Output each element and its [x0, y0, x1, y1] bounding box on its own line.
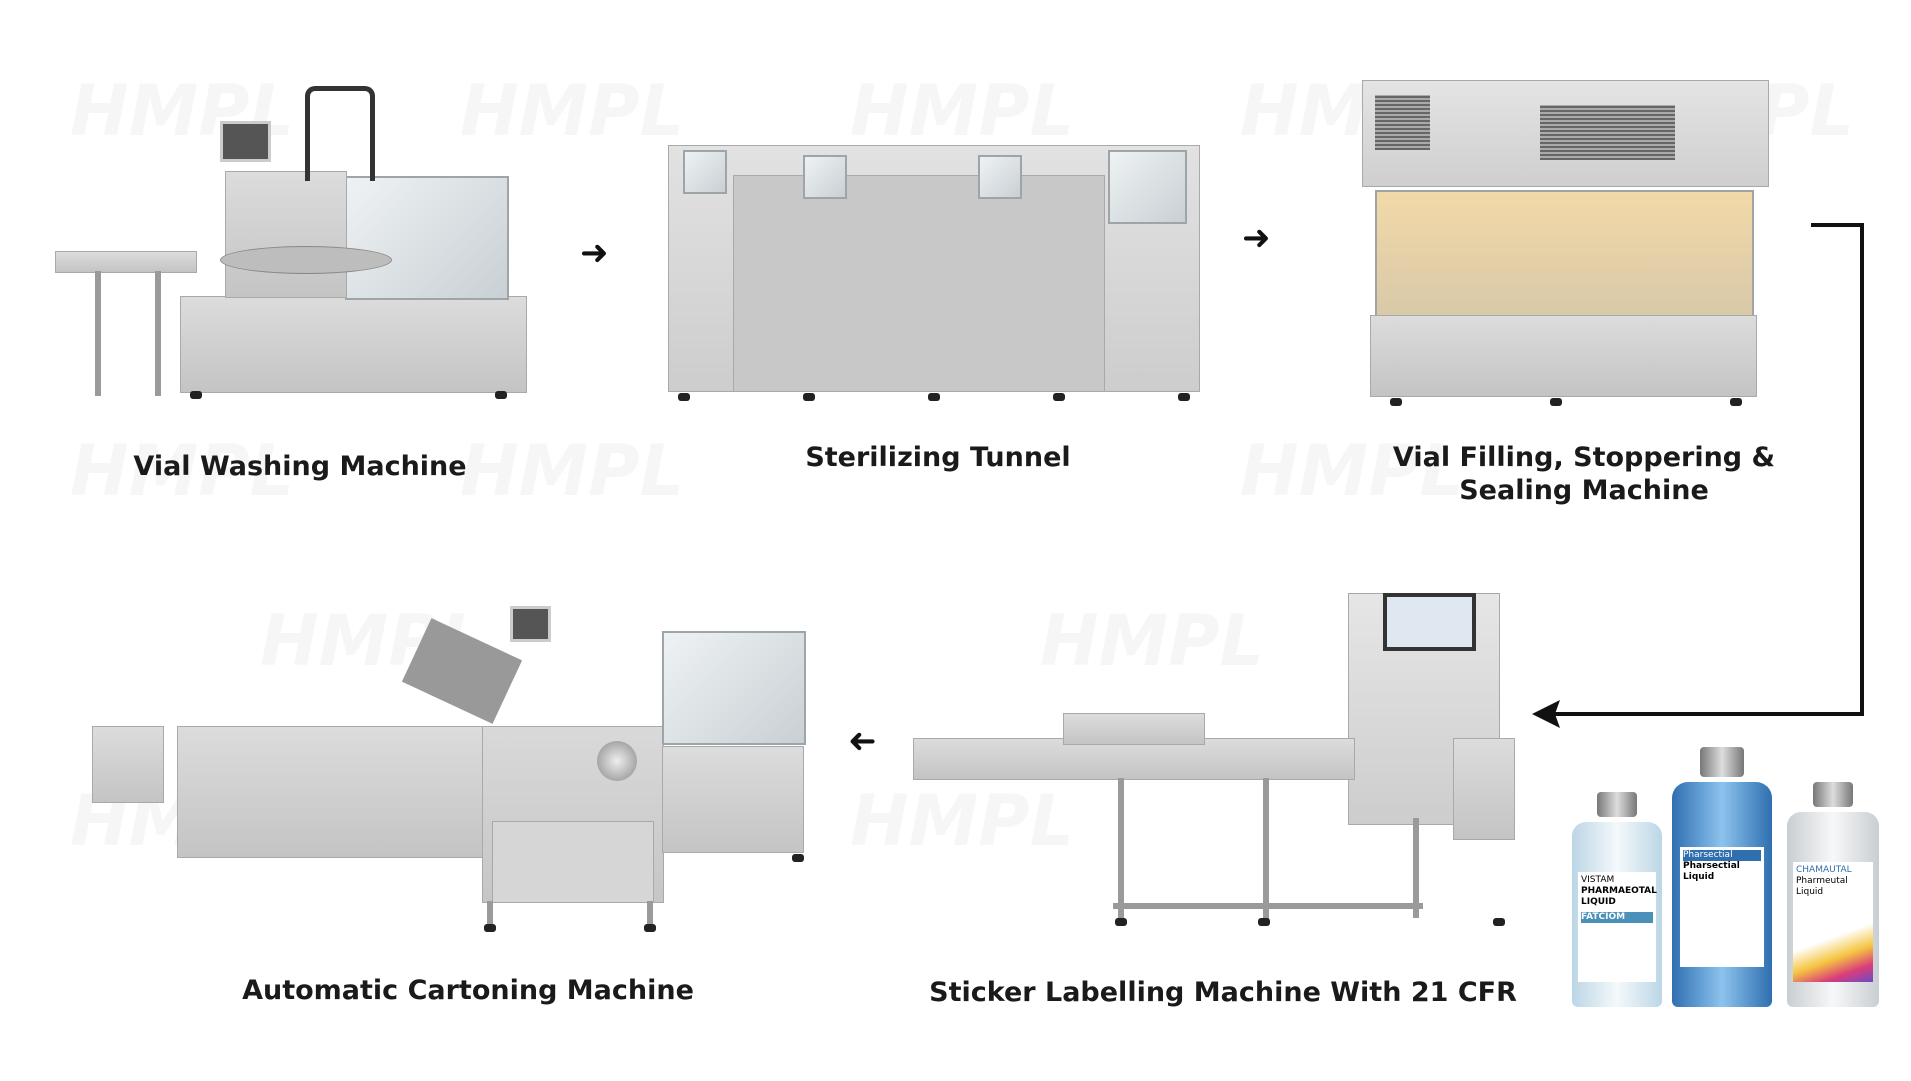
- vial-washing-machine-image: [55, 86, 545, 404]
- vial-band: FATCIOM: [1581, 912, 1653, 923]
- step-label-vial-washing: Vial Washing Machine: [133, 451, 467, 482]
- vial-brand: Pharsectial: [1683, 850, 1761, 861]
- vial-filling-machine-image: [1360, 80, 1770, 416]
- step-label-sticker-labelling: Sticker Labelling Machine With 21 CFR: [929, 977, 1517, 1008]
- vial-brand: CHAMAUTAL: [1796, 865, 1852, 875]
- vial-name: PHARMAEOTAL LIQUID: [1581, 886, 1657, 907]
- sticker-labelling-machine-image: [913, 563, 1525, 931]
- arrow-right-icon: ➜: [1242, 218, 1271, 258]
- vial-name: Pharmeutal Liquid: [1796, 876, 1848, 897]
- vial: CHAMAUTAL Pharmeutal Liquid: [1787, 782, 1879, 1007]
- arrow-left-head-icon: [1532, 700, 1560, 728]
- connector-line: [1555, 223, 1864, 716]
- step-label-sterilizing-tunnel: Sterilizing Tunnel: [805, 442, 1071, 473]
- arrow-left-icon: ➜: [848, 721, 877, 761]
- vial: VISTAM PHARMAEOTAL LIQUID FATCIOM: [1572, 792, 1662, 1007]
- vials-image: VISTAM PHARMAEOTAL LIQUID FATCIOM Pharse…: [1562, 747, 1887, 1012]
- step-label-automatic-cartoning: Automatic Cartoning Machine: [242, 975, 694, 1006]
- automatic-cartoning-machine-image: [92, 606, 822, 932]
- vial-name: Pharsectial Liquid: [1683, 861, 1740, 882]
- vial: Pharsectial Pharsectial Liquid: [1672, 747, 1772, 1007]
- step-label-vial-filling-line2: Sealing Machine: [1459, 475, 1709, 506]
- arrow-right-icon: ➜: [580, 233, 609, 273]
- step-label-vial-filling-line1: Vial Filling, Stoppering &: [1392, 442, 1776, 473]
- vial-brand: VISTAM: [1581, 875, 1615, 885]
- sterilizing-tunnel-image: [668, 135, 1208, 410]
